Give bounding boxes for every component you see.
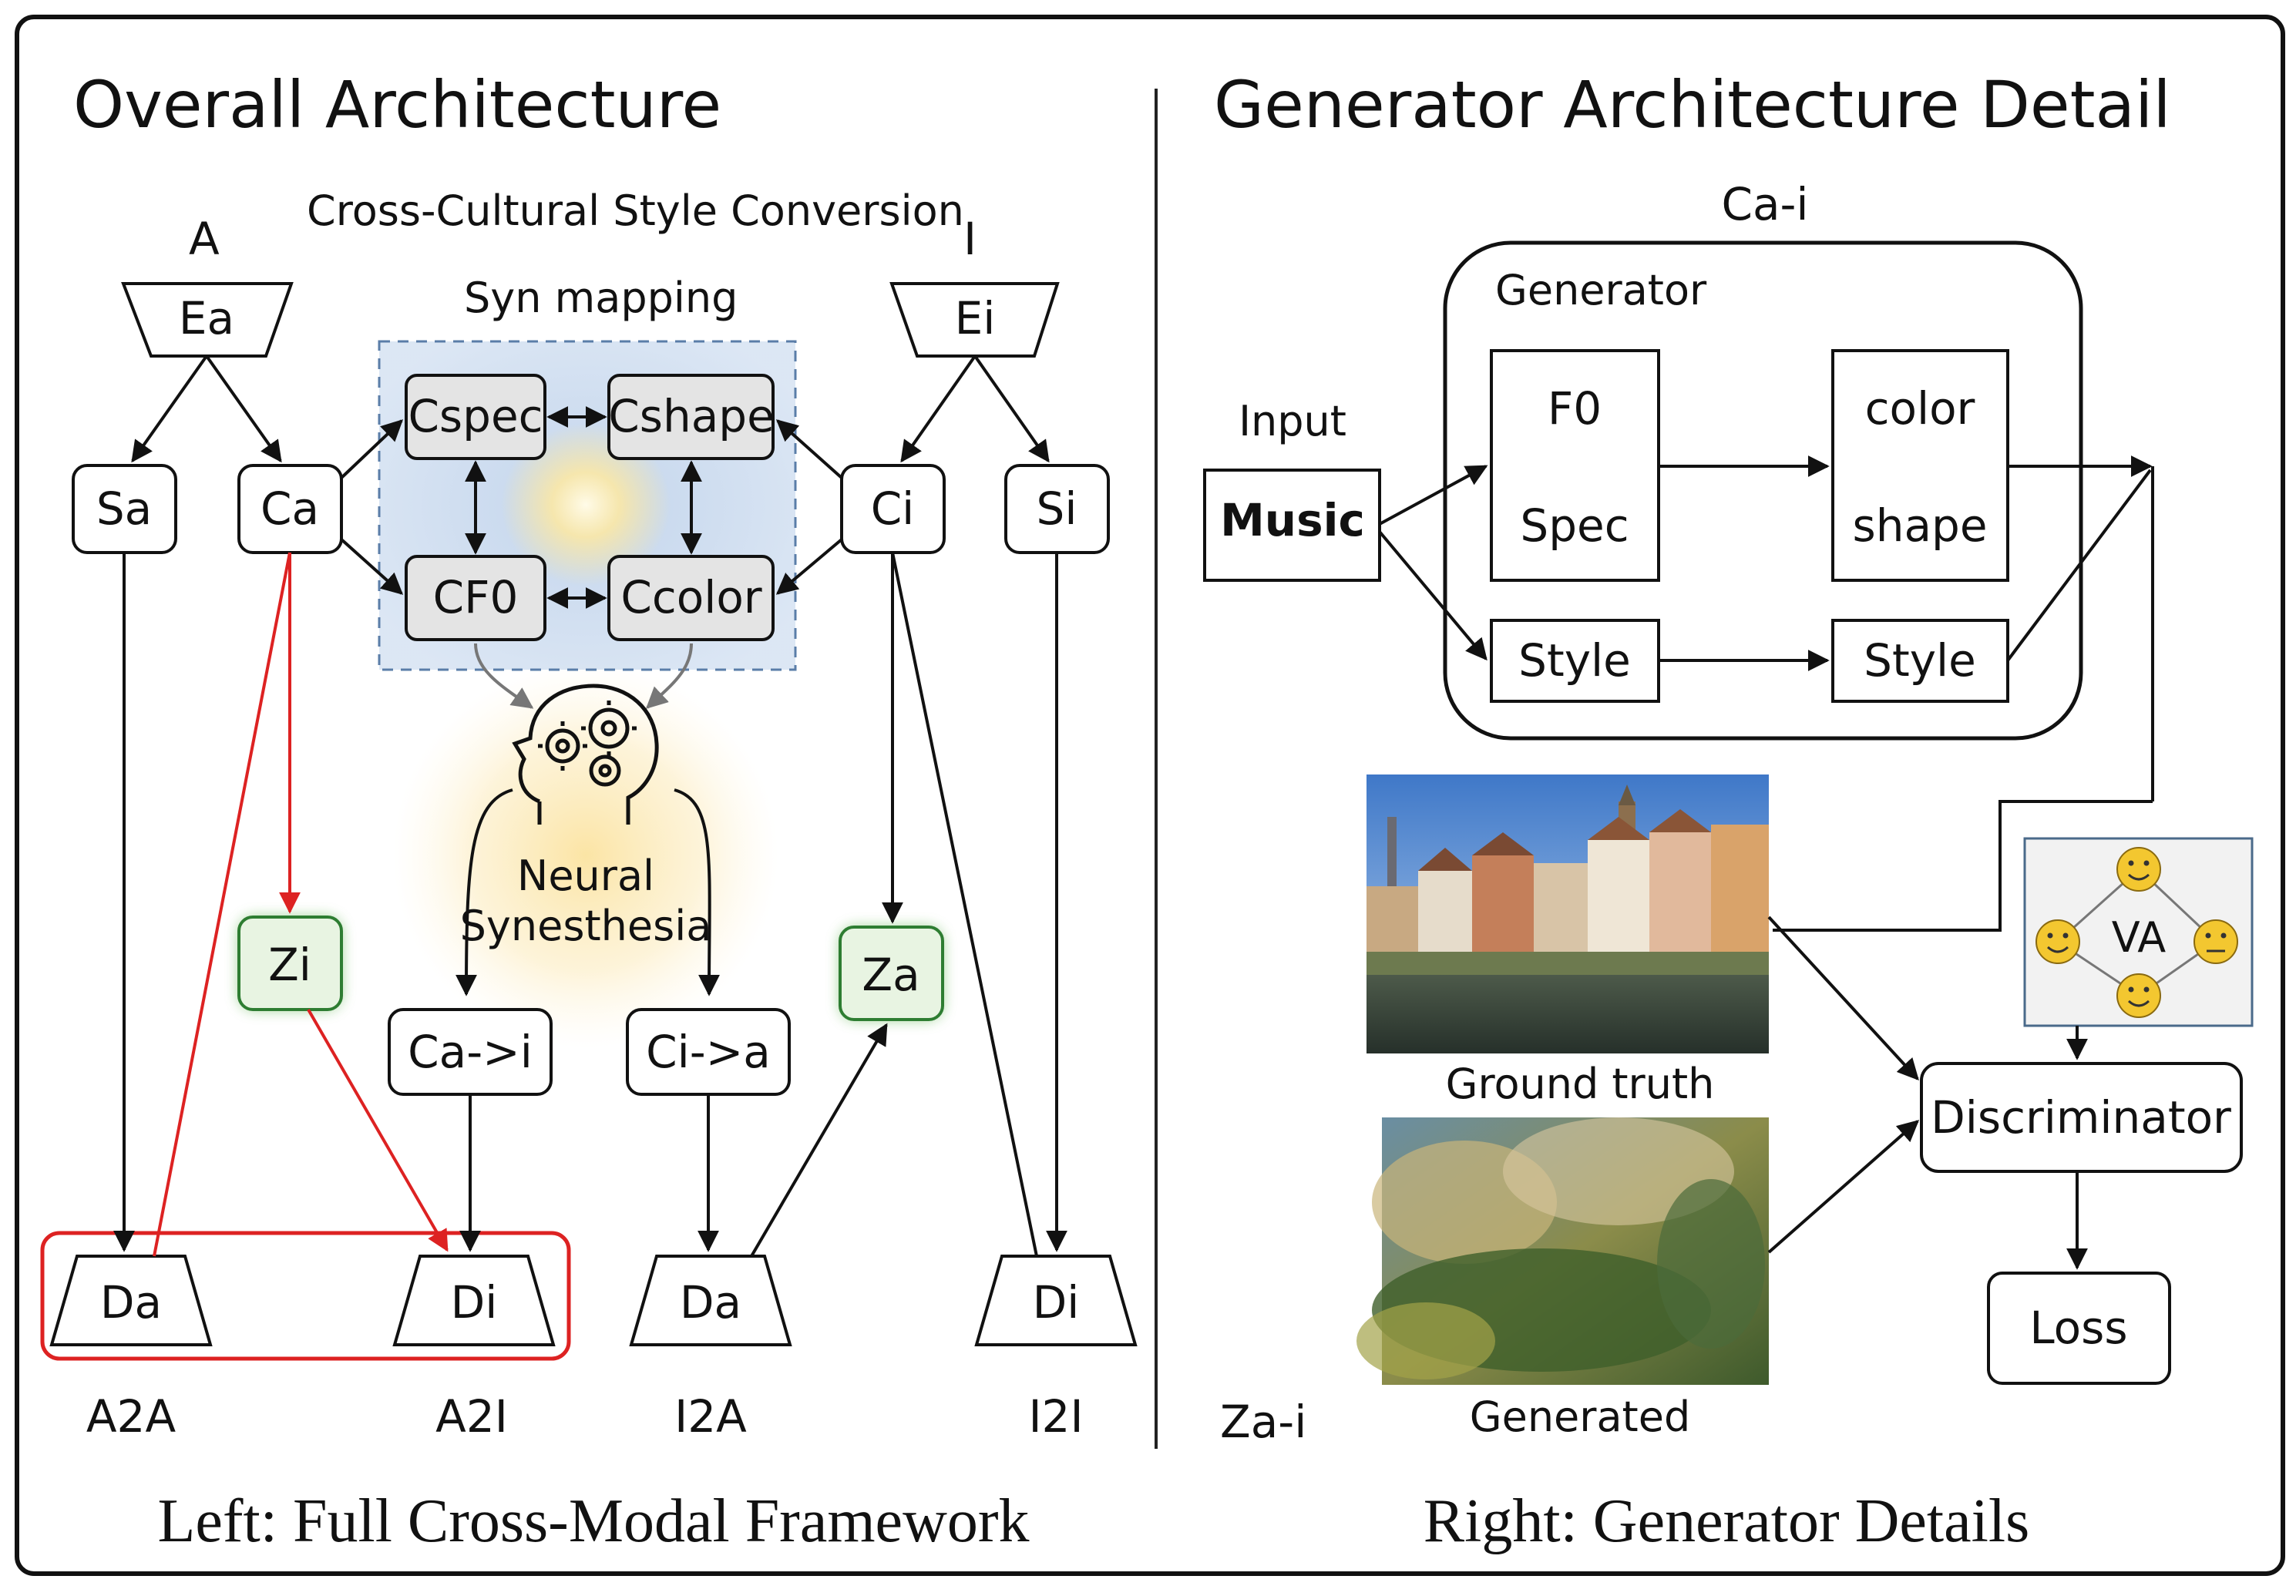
node-cshape — [607, 374, 775, 460]
node-sa-label: Sa — [96, 482, 152, 535]
latent-za-label: Za — [862, 949, 919, 1001]
smiley-face-icon — [2116, 847, 2161, 892]
node-si-label: Si — [1037, 482, 1077, 535]
input-label: Input — [1239, 397, 1346, 445]
ground-truth-label: Ground truth — [1446, 1060, 1715, 1108]
audio-input-label: A — [189, 213, 220, 265]
decoder-i2a-label: Da — [680, 1276, 741, 1329]
neutral-face-icon — [2193, 919, 2238, 964]
image-encoder-label: Ei — [955, 292, 996, 344]
loss-box — [1987, 1272, 2171, 1385]
neural-glow — [393, 663, 778, 1048]
generated-image — [1356, 1117, 1769, 1385]
ground-truth-image — [1367, 774, 1769, 1053]
neural-label-line2: Synesthesia — [460, 902, 712, 950]
smiley-face-icon — [2116, 973, 2161, 1018]
task-a2i: A2I — [435, 1390, 508, 1443]
music-input-label: Music — [1220, 494, 1365, 546]
style-box-1-label: Style — [1518, 634, 1631, 687]
left-subtitle: Cross-Cultural Style Conversion — [307, 186, 964, 235]
node-cshape-label: Cshape — [608, 390, 775, 442]
decoder-i2i-label: Di — [1033, 1276, 1080, 1329]
node-ccolor — [607, 555, 775, 641]
node-ca-label: Ca — [261, 482, 319, 535]
task-a2a: A2A — [86, 1390, 176, 1443]
music-input-box — [1203, 469, 1381, 582]
decoder-a2a-label: Da — [100, 1276, 162, 1329]
neural-label-line1: Neural — [517, 852, 654, 900]
latent-zi — [237, 916, 343, 1011]
box-shape-label: shape — [1852, 499, 1987, 552]
decoder-a2i-label: Di — [451, 1276, 498, 1329]
node-ca-to-i-label: Ca->i — [408, 1026, 533, 1078]
audio-encoder-label: Ea — [179, 292, 234, 344]
decoder-a2a — [49, 1255, 213, 1346]
right-title: Generator Architecture Detail — [1214, 67, 2171, 143]
cai-label: Ca-i — [1721, 178, 1808, 230]
node-cspec-label: Cspec — [408, 390, 543, 442]
audio-decoding-highlight — [40, 1231, 571, 1361]
syn-mapping-label: Syn mapping — [464, 274, 738, 322]
outer-frame — [15, 15, 2285, 1576]
box-f0-label: F0 — [1548, 382, 1602, 435]
node-cf0 — [405, 555, 546, 641]
left-caption: Left: Full Cross-Modal Framework — [158, 1487, 1030, 1555]
style-box-2-label: Style — [1864, 634, 1976, 687]
va-label: VA — [2112, 913, 2166, 962]
generator-label: Generator — [1495, 266, 1707, 314]
image-encoder — [889, 282, 1060, 358]
task-i2a: I2A — [674, 1390, 747, 1443]
left-title: Overall Architecture — [73, 67, 721, 143]
latent-za — [839, 926, 944, 1021]
box-spec-label: Spec — [1520, 499, 1629, 552]
latent-zi-label: Zi — [268, 939, 311, 991]
syn-mapping-box — [378, 340, 797, 671]
audio-encoder — [121, 282, 294, 358]
smiley-face-icon — [2035, 919, 2080, 964]
node-cf0-label: CF0 — [433, 571, 519, 623]
generated-label: Generated — [1470, 1393, 1690, 1441]
decoder-i2i — [974, 1255, 1138, 1346]
decoder-a2i — [392, 1255, 556, 1346]
discriminator-label: Discriminator — [1931, 1091, 2231, 1144]
node-ci-label: Ci — [871, 482, 915, 535]
mapping-light-glow — [501, 424, 671, 586]
loss-label: Loss — [2029, 1302, 2127, 1354]
decoder-i2a — [629, 1255, 792, 1346]
image-input-label: I — [963, 213, 977, 265]
node-ci-to-a-label: Ci->a — [646, 1026, 771, 1078]
box-color-label: color — [1865, 382, 1975, 435]
node-cspec — [405, 374, 546, 460]
color-shape-box — [1831, 349, 2009, 582]
style-box-2 — [1831, 619, 2009, 703]
task-i2i: I2I — [1028, 1390, 1083, 1443]
discriminator-box — [1920, 1062, 2243, 1173]
right-caption: Right: Generator Details — [1424, 1487, 2029, 1555]
zai-label: Za-i — [1220, 1396, 1306, 1448]
node-ccolor-label: Ccolor — [620, 571, 761, 623]
neural-head-icon — [512, 684, 659, 825]
generator-container — [1443, 240, 2083, 741]
f0-spec-box — [1490, 349, 1660, 582]
style-box-1 — [1490, 619, 1660, 703]
